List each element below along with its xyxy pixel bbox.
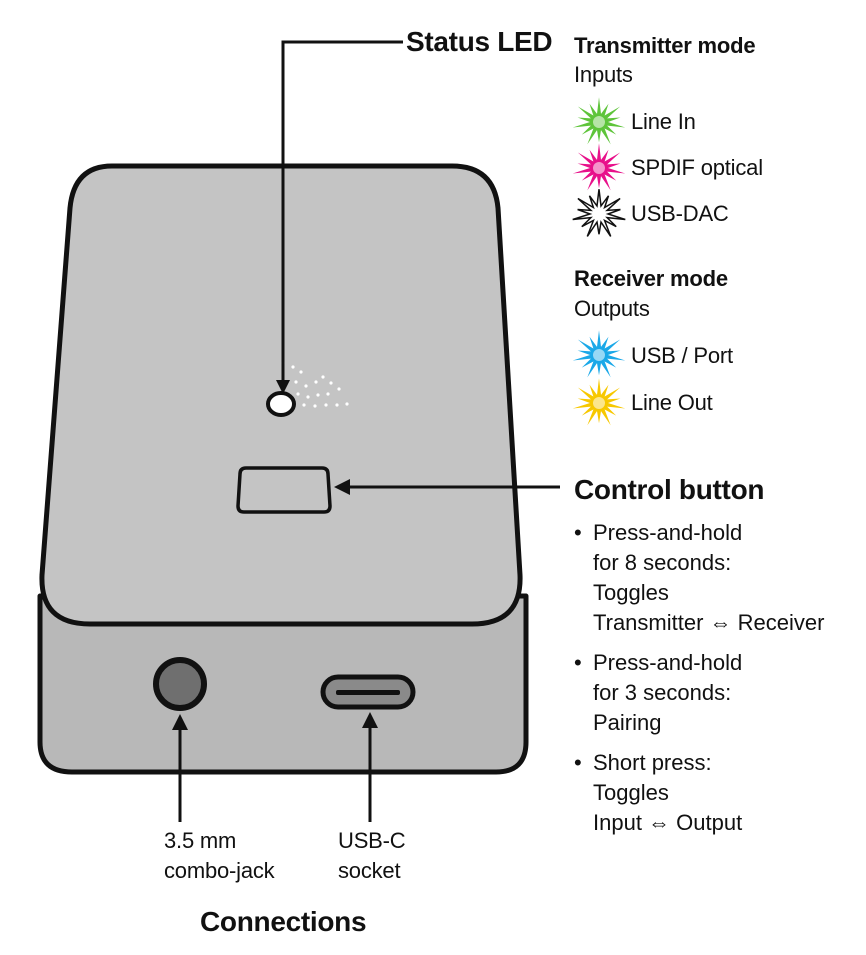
bullet-marker: • xyxy=(574,750,582,775)
control-button-pointer xyxy=(334,479,560,495)
status-led-pointer xyxy=(276,40,403,394)
usb-port-burst-core xyxy=(593,349,605,361)
receiver-outputs-subtitle: Outputs xyxy=(574,296,650,321)
note-line: Toggles xyxy=(593,780,669,805)
control-button-label: Control button xyxy=(574,474,765,505)
receiver-mode-title: Receiver mode xyxy=(574,266,728,291)
note-line: for 8 seconds: xyxy=(593,550,732,575)
control-note-toggle-mode: • Press-and-hold for 8 seconds: Toggles … xyxy=(574,518,854,638)
usbc-label-line1: USB-C xyxy=(338,828,406,853)
status-led xyxy=(266,391,296,417)
transmitter-mode-title: Transmitter mode xyxy=(574,33,756,58)
led-glow-dots xyxy=(281,361,349,408)
note-line: Press-and-hold xyxy=(593,520,743,545)
spdif-burst-core xyxy=(593,162,605,174)
usbc-socket-slot xyxy=(336,690,400,695)
line-out-burst-core xyxy=(593,397,605,409)
note-line: Toggles xyxy=(593,580,669,605)
note-line: for 3 seconds: xyxy=(593,680,732,705)
led-usb-dac-label: USB-DAC xyxy=(631,201,729,226)
connections-caption: Connections xyxy=(200,906,367,937)
usbc-socket-label: USB-C socket xyxy=(338,826,406,886)
note-line: Pairing xyxy=(593,710,662,735)
led-line-in-label: Line In xyxy=(631,109,696,134)
note-line: Transmitter ⇔ Receiver xyxy=(593,610,825,635)
control-note-pairing: • Press-and-hold for 3 seconds: Pairing xyxy=(574,648,854,738)
transmitter-inputs-subtitle: Inputs xyxy=(574,62,633,87)
control-note-short-press: • Short press: Toggles Input ⇔ Output xyxy=(574,748,854,838)
note-line: Short press: xyxy=(593,750,712,775)
led-line-out-label: Line Out xyxy=(631,390,713,415)
usbc-label-line2: socket xyxy=(338,858,401,883)
combo-jack-pointer xyxy=(172,714,188,822)
led-spdif-label: SPDIF optical xyxy=(631,155,763,180)
usb-dac-burst-icon xyxy=(572,189,626,237)
usbc-pointer xyxy=(362,712,378,822)
bullet-marker: • xyxy=(574,650,582,675)
combo-jack-label-line1: 3.5 mm xyxy=(164,828,237,853)
led-usb-port-label: USB / Port xyxy=(631,343,733,368)
combo-jack-label: 3.5 mm combo-jack xyxy=(164,826,275,886)
combo-jack-label-line2: combo-jack xyxy=(164,858,275,883)
bullet-marker: • xyxy=(574,520,582,545)
line-in-burst-core xyxy=(593,116,605,128)
status-led-label: Status LED xyxy=(406,26,553,57)
led-color-legend xyxy=(572,97,626,426)
note-line: Press-and-hold xyxy=(593,650,743,675)
device-front-face xyxy=(37,593,529,775)
note-line: Input ⇔ Output xyxy=(593,810,743,835)
combo-jack-port xyxy=(153,657,207,711)
control-button[interactable] xyxy=(236,466,332,514)
